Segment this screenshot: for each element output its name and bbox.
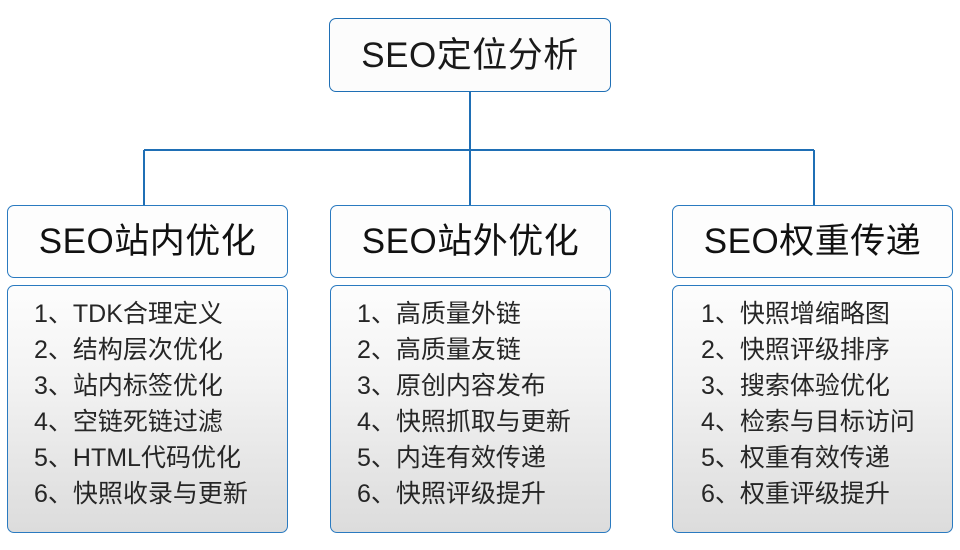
branch-body-3: 1、快照增缩略图 2、快照评级排序 3、搜索体验优化 4、检索与目标访问 5、权… — [672, 285, 953, 533]
list-item: 6、快照收录与更新 — [34, 480, 248, 508]
list-item: 3、站内标签优化 — [34, 372, 223, 400]
list-item: 3、原创内容发布 — [357, 372, 546, 400]
list-item: 6、快照评级提升 — [357, 480, 546, 508]
list-item: 2、快照评级排序 — [701, 336, 890, 364]
branch-body-2: 1、高质量外链 2、高质量友链 3、原创内容发布 4、快照抓取与更新 5、内连有… — [330, 285, 611, 533]
branch-header-label-1: SEO站内优化 — [38, 222, 257, 261]
list-item: 4、快照抓取与更新 — [357, 408, 571, 436]
branch-header-label-3: SEO权重传递 — [703, 222, 922, 261]
list-item: 5、HTML代码优化 — [34, 444, 241, 472]
branch-header-2[interactable]: SEO站外优化 — [330, 205, 611, 278]
branch-header-1[interactable]: SEO站内优化 — [7, 205, 288, 278]
root-node[interactable]: SEO定位分析 — [329, 18, 611, 92]
branch-column-1: SEO站内优化 1、TDK合理定义 2、结构层次优化 3、站内标签优化 4、空链… — [7, 205, 288, 533]
list-item: 5、权重有效传递 — [701, 444, 890, 472]
list-item: 1、高质量外链 — [357, 300, 521, 328]
root-node-label: SEO定位分析 — [361, 35, 579, 75]
list-item: 1、TDK合理定义 — [34, 300, 223, 328]
branch-header-3[interactable]: SEO权重传递 — [672, 205, 953, 278]
list-item: 4、空链死链过滤 — [34, 408, 223, 436]
branch-body-1: 1、TDK合理定义 2、结构层次优化 3、站内标签优化 4、空链死链过滤 5、H… — [7, 285, 288, 533]
list-item: 5、内连有效传递 — [357, 444, 546, 472]
branch-item-list-1: 1、TDK合理定义 2、结构层次优化 3、站内标签优化 4、空链死链过滤 5、H… — [8, 296, 287, 512]
list-item: 3、搜索体验优化 — [701, 372, 890, 400]
branch-header-label-2: SEO站外优化 — [361, 222, 580, 261]
list-item: 6、权重评级提升 — [701, 480, 890, 508]
list-item: 2、高质量友链 — [357, 336, 521, 364]
branch-column-2: SEO站外优化 1、高质量外链 2、高质量友链 3、原创内容发布 4、快照抓取与… — [330, 205, 611, 533]
list-item: 2、结构层次优化 — [34, 336, 223, 364]
branch-item-list-3: 1、快照增缩略图 2、快照评级排序 3、搜索体验优化 4、检索与目标访问 5、权… — [673, 296, 952, 512]
branch-column-3: SEO权重传递 1、快照增缩略图 2、快照评级排序 3、搜索体验优化 4、检索与… — [672, 205, 953, 533]
branch-item-list-2: 1、高质量外链 2、高质量友链 3、原创内容发布 4、快照抓取与更新 5、内连有… — [331, 296, 610, 512]
list-item: 1、快照增缩略图 — [701, 300, 890, 328]
list-item: 4、检索与目标访问 — [701, 408, 915, 436]
